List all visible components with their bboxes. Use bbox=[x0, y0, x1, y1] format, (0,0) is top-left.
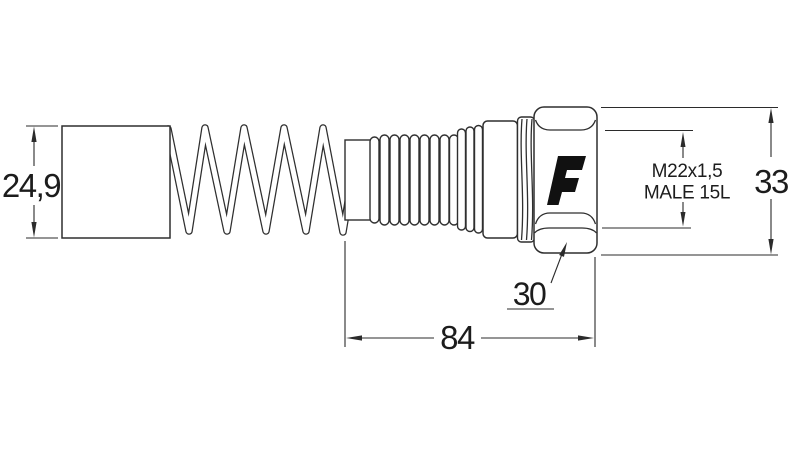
hex-bottom-facet-line bbox=[534, 227, 597, 234]
arrowhead-down bbox=[768, 239, 774, 255]
dimension-thread: M22x1,5 MALE 15L bbox=[602, 129, 730, 229]
bellows-ridges bbox=[456, 124, 484, 234]
serrated-washer bbox=[516, 116, 536, 243]
dimension-overall-height: 33 bbox=[601, 106, 789, 256]
ridge bbox=[473, 124, 484, 234]
washer-serration bbox=[525, 118, 529, 241]
leader-line bbox=[550, 253, 563, 284]
rib-capsule bbox=[379, 134, 390, 226]
hex-nut bbox=[533, 106, 598, 254]
end-cap-body bbox=[61, 125, 171, 239]
spring-coil-core bbox=[165, 125, 356, 235]
rib-capsule bbox=[369, 136, 380, 224]
spring-guard bbox=[164, 124, 357, 236]
thread-spec-text: M22x1,5 bbox=[652, 161, 723, 182]
rib-capsule bbox=[439, 134, 450, 226]
dimension-text-overall-height: 33 bbox=[754, 163, 788, 200]
end-cap bbox=[61, 125, 171, 239]
hex-size-text: 30 bbox=[513, 276, 546, 312]
ridge bbox=[465, 126, 475, 233]
thread-type-text: MALE 15L bbox=[644, 183, 730, 204]
washer-serration bbox=[520, 118, 524, 241]
extension-line bbox=[602, 129, 693, 229]
washer-serration bbox=[530, 118, 534, 241]
dimension-socket-length: 84 bbox=[344, 241, 596, 356]
rib-capsule bbox=[399, 134, 410, 226]
ridge bbox=[456, 128, 467, 231]
dimension-text-socket-length: 84 bbox=[440, 319, 475, 356]
rib-capsule bbox=[409, 134, 420, 226]
collar-cylinder bbox=[482, 120, 519, 239]
arrowhead-down bbox=[680, 212, 686, 227]
arrowhead-left bbox=[346, 335, 362, 341]
extension-line bbox=[26, 125, 58, 239]
extension-line bbox=[344, 241, 596, 347]
label-hex-size: 30 bbox=[507, 242, 567, 312]
collar-body bbox=[482, 120, 519, 239]
rib-capsule bbox=[389, 134, 400, 226]
brand-letter-f-logo bbox=[547, 156, 586, 205]
arrowhead-up bbox=[680, 132, 686, 147]
leader-arrowhead bbox=[559, 242, 567, 257]
arrowhead-down bbox=[31, 222, 37, 238]
hex-lower-chamfer-line bbox=[534, 212, 597, 225]
rib-capsule bbox=[419, 134, 430, 226]
dimension-cap-od: 24,9 bbox=[2, 125, 62, 239]
dimension-text-cap-od: 24,9 bbox=[2, 167, 60, 204]
arrowhead-up bbox=[768, 108, 774, 123]
arrowhead-up bbox=[31, 126, 37, 142]
hex-upper-chamfer-line bbox=[534, 119, 597, 131]
arrowhead-right bbox=[578, 335, 594, 341]
rib-capsule bbox=[429, 134, 440, 226]
hose-socket bbox=[344, 134, 461, 226]
extension-line bbox=[601, 106, 778, 256]
